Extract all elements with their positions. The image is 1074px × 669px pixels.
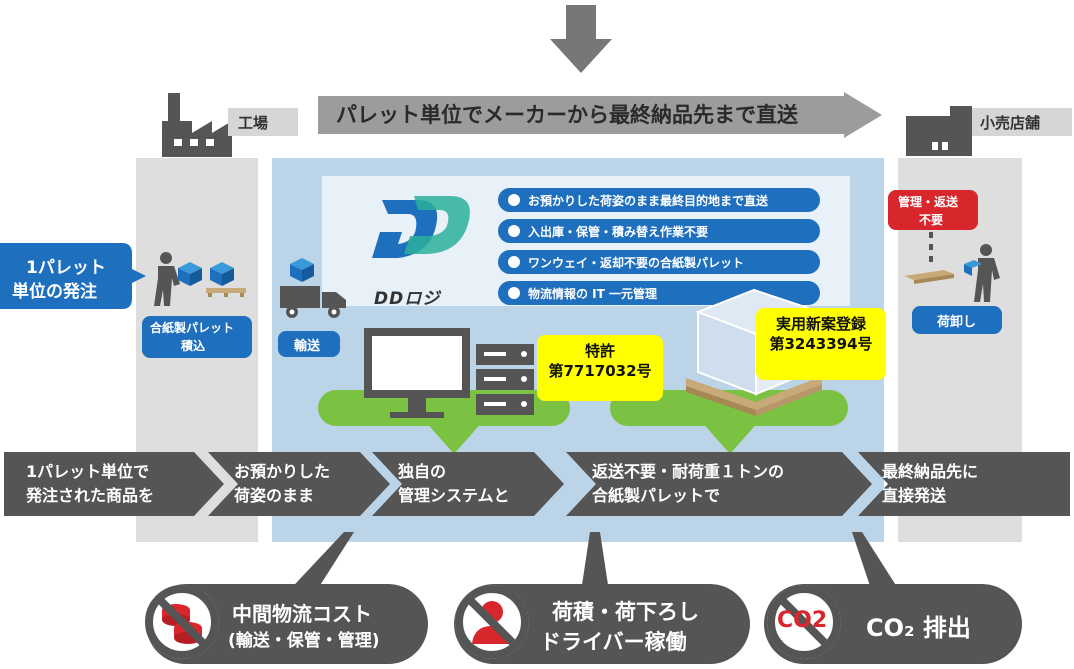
factory-label: 工場	[238, 114, 269, 132]
factory-label-box	[228, 108, 298, 136]
bullet-icon	[508, 194, 520, 206]
ddlogi-logo-text: DDロジ	[374, 289, 441, 309]
pallet-pointer	[700, 420, 760, 454]
worker-unloading-icon	[904, 244, 1000, 302]
step-1-line2: 発注された商品を	[26, 486, 155, 505]
step-4-line1: 返送不要・耐荷重１トンの	[592, 462, 785, 481]
patent-line1: 特許	[584, 342, 615, 360]
direct-delivery-arrow	[318, 92, 882, 138]
direct-delivery-label: パレット単位でメーカーから最終納品先まで直送	[336, 103, 798, 127]
store-label: 小売店舗	[980, 114, 1041, 132]
patent-label: 特許 第7717032号	[537, 335, 663, 401]
store-label-box	[972, 108, 1072, 136]
ddlogi-logo-icon	[372, 196, 470, 258]
cost-line2: (輸送・保管・管理)	[228, 631, 380, 651]
step-3-line2: 管理システムと	[398, 486, 510, 505]
pallet-load-line2: 積込	[181, 339, 206, 353]
no-return-line2: 不要	[919, 213, 944, 227]
bullet-icon	[508, 225, 520, 237]
feature-text-1: お預かりした荷姿のまま最終目的地まで直送	[528, 193, 769, 208]
factory-icon	[162, 93, 232, 157]
utility-model-number: 第3243394号	[769, 335, 873, 353]
process-step-4: 返送不要・耐荷重１トンの 合紙製パレットで	[588, 452, 848, 516]
utility-model-label: 実用新案登録 第3243394号	[756, 308, 886, 380]
feature-pill-2: 入出庫・保管・積み替え作業不要	[498, 219, 820, 243]
monitor-icon	[364, 328, 470, 418]
step-5-line1: 最終納品先に	[882, 462, 979, 481]
process-chevrons	[4, 452, 1070, 516]
process-step-1: 1パレット単位で 発注された商品を	[12, 452, 192, 516]
step-2-line2: 荷姿のまま	[234, 486, 315, 505]
pallet-load-line1: 合紙製パレット	[150, 321, 235, 335]
system-pointer	[424, 420, 484, 454]
feature-text-4: 物流情報の IT 一元管理	[528, 286, 658, 301]
step-5-line2: 直接発送	[882, 486, 947, 505]
process-step-5: 最終納品先に 直接発送	[878, 452, 1058, 516]
step-2-line1: お預かりした	[234, 462, 331, 481]
patent-number: 第7717032号	[548, 362, 652, 380]
driver-prohibited-icon	[455, 585, 529, 659]
transport-label: 輸送	[294, 339, 321, 354]
feature-pill-1: お預かりした荷姿のまま最終目的地まで直送	[498, 188, 820, 212]
coins-prohibited-icon	[145, 585, 219, 659]
bullet-icon	[508, 256, 520, 268]
feature-text-3: ワンウェイ・返却不要の合紙製パレット	[528, 255, 745, 270]
pallet-load-tag	[142, 316, 252, 358]
bullet-icon	[508, 287, 520, 299]
feature-text-2: 入出庫・保管・積み替え作業不要	[528, 224, 709, 239]
no-return-tag	[888, 190, 978, 230]
unload-tag	[912, 306, 1002, 334]
co2-prohibited-icon	[767, 585, 841, 659]
utility-model-line1: 実用新案登録	[775, 315, 866, 333]
co2-emission-label: CO₂ 排出	[866, 614, 971, 642]
order-callout-line2: 単位の発注	[12, 282, 97, 302]
cost-line1: 中間物流コスト	[232, 602, 372, 626]
step-1-line1: 1パレット単位で	[26, 462, 150, 481]
transport-tag	[278, 331, 340, 357]
feature-pill-3: ワンウェイ・返却不要の合紙製パレット	[498, 250, 820, 274]
down-arrow-icon	[550, 5, 612, 73]
step-3-line1: 独自の	[398, 462, 447, 481]
driver-line2: ドライバー稼働	[540, 630, 687, 654]
driver-line1: 荷積・荷下ろし	[552, 600, 699, 624]
process-step-3: 独自の 管理システムと	[394, 452, 544, 516]
order-callout-shape	[0, 243, 146, 309]
unload-label: 荷卸し	[937, 315, 977, 330]
order-callout-line1: 1パレット	[26, 258, 106, 278]
worker-carrying-box-icon	[154, 252, 246, 306]
co2-icon-text: CO2	[777, 608, 828, 633]
dashed-connector	[929, 232, 933, 262]
server-icon	[476, 344, 534, 415]
store-icon	[906, 106, 972, 156]
no-return-line1: 管理・返送	[898, 195, 959, 209]
step-4-line2: 合紙製パレットで	[592, 486, 721, 505]
process-step-2: お預かりした 荷姿のまま	[226, 452, 376, 516]
truck-icon	[280, 258, 346, 318]
